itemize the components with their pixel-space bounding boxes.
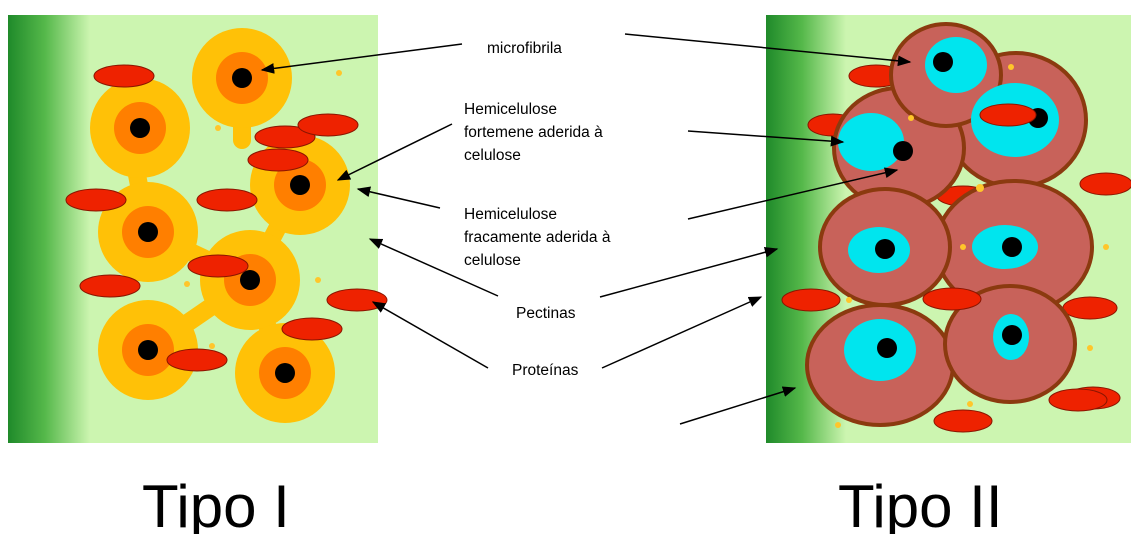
type1-unit — [200, 230, 300, 330]
arrow-proteinas-left — [373, 302, 488, 368]
label-hemicelulose-forte-line3: celulose — [464, 147, 521, 164]
label-pectinas: Pectinas — [516, 305, 576, 322]
type1-primary-wall-gradient — [8, 15, 90, 443]
label-proteinas: Proteínas — [512, 362, 579, 379]
type1-unit — [90, 78, 190, 178]
type1-unit — [192, 28, 292, 128]
arrow-pectinas-right — [600, 249, 777, 297]
label-microfibrila: microfibrila — [487, 40, 562, 57]
title-tipo-i: Tipo I — [142, 473, 290, 534]
arrow-proteinas-right — [602, 297, 761, 368]
type1-panel — [8, 15, 387, 443]
label-hemicelulose-forte-line2: fortemene aderida à — [464, 124, 603, 141]
label-hemicelulose-fraca-line2: fracamente aderida à — [464, 229, 611, 246]
title-tipo-ii: Tipo II — [838, 473, 1003, 534]
type2-panel — [766, 15, 1131, 443]
label-hemicelulose-forte-line1: Hemicelulose — [464, 101, 557, 118]
label-hemicelulose-fraca-line3: celulose — [464, 252, 521, 269]
label-hemicelulose-fraca-line1: Hemicelulose — [464, 206, 557, 223]
